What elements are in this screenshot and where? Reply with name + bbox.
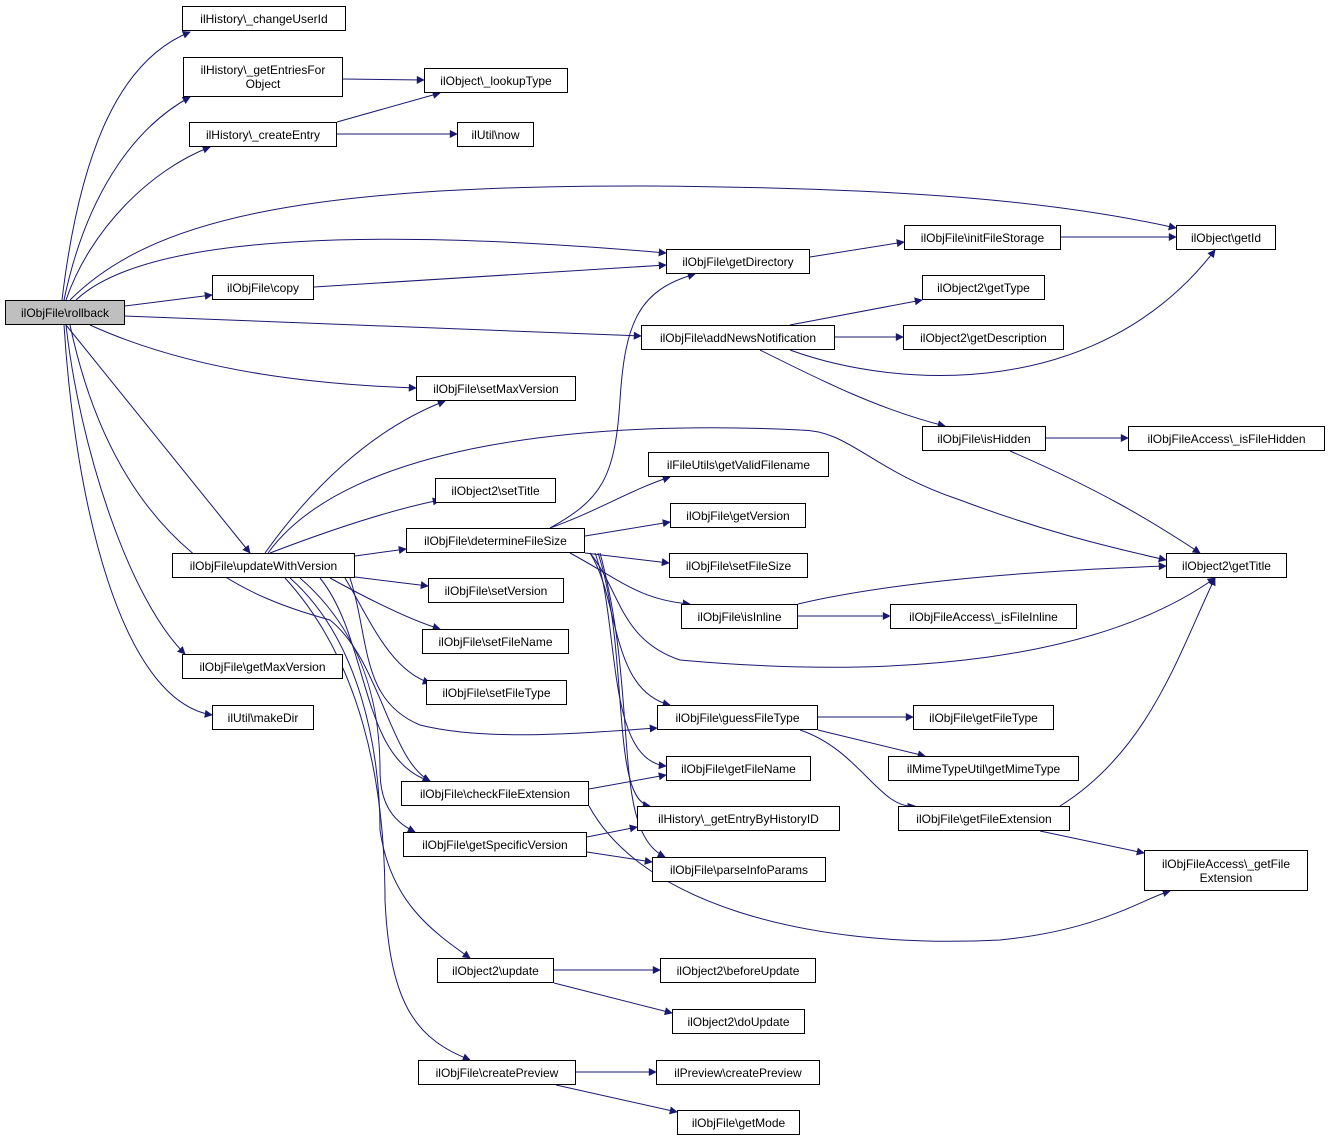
node-change-user-id[interactable]: ilHistory\_changeUserId [182, 6, 346, 31]
edge-rollback-to-change-user-id [61, 30, 191, 301]
edge-determine-file-size-to-get-entry-by-history-id [597, 552, 651, 809]
edge-rollback-to-create-entry [65, 145, 211, 301]
edge-guess-file-type-to-get-mime-type [817, 729, 926, 759]
node-init-file-storage[interactable]: ilObjFile\initFileStorage [904, 225, 1061, 250]
node-parse-info-params[interactable]: ilObjFile\parseInfoParams [652, 857, 826, 882]
edge-rollback-to-get-entries-for-object [63, 96, 191, 301]
edge-rollback-to-set-max-version [89, 324, 417, 392]
edge-update-with-version-to-check-file-extension [319, 577, 431, 783]
edge-add-news-to-is-hidden [759, 349, 946, 429]
node-get-title[interactable]: ilObject2\getTitle [1166, 553, 1287, 578]
node-object-get-id[interactable]: ilObject\getId [1176, 225, 1276, 250]
node-get-valid-filename[interactable]: ilFileUtils\getValidFilename [648, 452, 829, 477]
node-get-file-extension[interactable]: ilObjFile\getFileExtension [898, 806, 1070, 831]
edge-get-specific-version-to-parse-info-params [586, 851, 653, 865]
edge-determine-file-size-to-get-valid-filename [549, 475, 671, 529]
edge-guess-file-type-to-get-file-extension [799, 729, 916, 811]
edge-determine-file-size-to-get-directory [549, 272, 696, 529]
node-set-file-name[interactable]: ilObjFile\setFileName [422, 629, 569, 654]
node-is-file-inline[interactable]: ilObjFileAccess\_isFileInline [890, 604, 1077, 629]
node-set-file-type[interactable]: ilObjFile\setFileType [426, 680, 567, 705]
edge-is-hidden-to-get-title [1009, 450, 1201, 554]
node-util-now[interactable]: ilUtil\now [457, 122, 534, 147]
edge-get-specific-version-to-get-entry-by-history-id [586, 824, 638, 838]
node-update-with-version[interactable]: ilObjFile\updateWithVersion [172, 553, 355, 578]
node-do-update[interactable]: ilObject2\doUpdate [672, 1009, 805, 1034]
node-add-news-notification[interactable]: ilObjFile\addNewsNotification [641, 325, 835, 350]
node-set-max-version[interactable]: ilObjFile\setMaxVersion [416, 376, 576, 401]
node-get-directory[interactable]: ilObjFile\getDirectory [666, 249, 810, 274]
node-get-file-type[interactable]: ilObjFile\getFileType [913, 705, 1054, 730]
node-create-preview[interactable]: ilObjFile\createPreview [418, 1060, 576, 1085]
edge-create-entry-to-lookup-type [336, 91, 441, 123]
edge-copy-to-get-directory [313, 261, 667, 288]
node-rollback[interactable]: ilObjFile\rollback [5, 300, 125, 325]
node-guess-file-type[interactable]: ilObjFile\guessFileType [657, 705, 818, 730]
edge-get-file-extension-to-access-get-file-extension [1039, 830, 1145, 856]
edge-rollback-to-get-directory [75, 238, 667, 301]
node-get-entries-for-object[interactable]: ilHistory\_getEntriesFor Object [183, 57, 343, 97]
node-access-get-file-extension[interactable]: ilObjFileAccess\_getFile Extension [1144, 850, 1308, 891]
edge-update-with-version-to-set-title [269, 497, 441, 554]
edge-update-with-version-to-set-file-name [329, 577, 441, 631]
node-check-file-extension[interactable]: ilObjFile\checkFileExtension [401, 781, 589, 806]
edge-check-file-extension-to-get-file-name [588, 772, 667, 790]
edge-determine-file-size-to-parse-info-params [599, 552, 666, 858]
edge-rollback-to-update-with-version [65, 324, 251, 554]
edge-update-with-version-to-object2-update [289, 577, 471, 959]
node-get-mode[interactable]: ilObjFile\getMode [677, 1110, 800, 1135]
edge-update-with-version-to-set-max-version [264, 399, 446, 554]
node-get-max-version[interactable]: ilObjFile\getMaxVersion [182, 654, 343, 679]
node-determine-file-size[interactable]: ilObjFile\determineFileSize [406, 528, 585, 553]
edge-get-directory-to-init-file-storage [809, 239, 905, 258]
edge-update-with-version-to-get-title [267, 427, 1167, 563]
node-set-version[interactable]: ilObjFile\setVersion [428, 578, 564, 603]
edge-add-news-to-get-type [789, 297, 923, 326]
node-get-type[interactable]: ilObject2\getType [922, 275, 1045, 300]
edge-determine-file-size-to-get-file-name [594, 552, 667, 770]
node-get-entry-by-history-id[interactable]: ilHistory\_getEntryByHistoryID [637, 806, 840, 831]
node-is-inline[interactable]: ilObjFile\isInline [681, 604, 798, 629]
node-is-file-hidden[interactable]: ilObjFileAccess\_isFileHidden [1128, 426, 1325, 451]
edge-update-with-version-to-set-version [354, 576, 429, 590]
node-is-hidden[interactable]: ilObjFile\isHidden [922, 426, 1046, 451]
node-get-version[interactable]: ilObjFile\getVersion [670, 503, 806, 528]
edge-add-news-to-object-get-id [789, 249, 1216, 376]
edge-rollback-to-make-dir [63, 324, 213, 718]
edge-rollback-to-check-file-extension [69, 324, 431, 782]
node-before-update[interactable]: ilObject2\beforeUpdate [660, 958, 816, 983]
edge-update-with-version-to-set-file-type [344, 577, 431, 685]
node-copy[interactable]: ilObjFile\copy [212, 275, 314, 300]
edge-update-with-version-to-get-specific-version [299, 577, 416, 833]
edge-determine-file-size-to-guess-file-type [589, 552, 671, 708]
node-get-description[interactable]: ilObject2\getDescription [903, 325, 1064, 350]
edge-rollback-to-add-news-notification [124, 315, 642, 340]
edge-determine-file-size-to-is-inline [569, 552, 691, 608]
edge-update-with-version-to-guess-file-type [349, 577, 658, 736]
node-set-file-size[interactable]: ilObjFile\setFileSize [669, 553, 808, 578]
edge-rollback-to-copy [124, 291, 213, 307]
edge-is-inline-to-get-title [797, 562, 1167, 605]
edge-determine-file-size-to-get-title [589, 552, 1216, 668]
edge-get-entries-to-lookup-type [342, 75, 425, 84]
edge-create-preview-to-get-mode [555, 1084, 678, 1115]
edge-update-with-version-to-determine-file-size [354, 546, 407, 557]
node-preview-create-preview[interactable]: ilPreview\createPreview [656, 1060, 820, 1085]
node-get-specific-version[interactable]: ilObjFile\getSpecificVersion [403, 832, 587, 857]
node-get-file-name[interactable]: ilObjFile\getFileName [666, 756, 811, 781]
node-object2-update[interactable]: ilObject2\update [437, 958, 554, 983]
edge-rollback-to-get-max-version [65, 324, 186, 655]
edge-rollback-to-object-get-id [69, 185, 1177, 301]
edge-object2-update-to-do-update [553, 982, 673, 1016]
edge-get-file-extension-to-get-title [1059, 577, 1216, 807]
node-get-mime-type[interactable]: ilMimeTypeUtil\getMimeType [888, 756, 1079, 781]
node-lookup-type[interactable]: ilObject\_lookupType [424, 68, 568, 93]
node-create-entry[interactable]: ilHistory\_createEntry [189, 122, 337, 147]
node-set-title[interactable]: ilObject2\setTitle [435, 478, 556, 503]
node-make-dir[interactable]: ilUtil\makeDir [212, 705, 314, 730]
edge-determine-file-size-to-get-version [584, 519, 671, 537]
edge-check-file-extension-to-access-get-file-extension [588, 805, 1171, 942]
